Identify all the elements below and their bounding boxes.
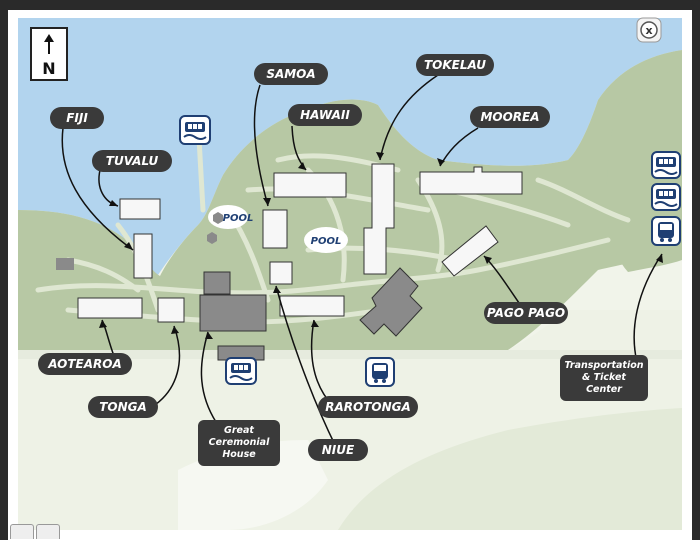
label-great-ceremonial-house-line1: Great	[224, 425, 254, 436]
label-pago-pago-text: PAGO PAGO	[487, 306, 565, 320]
label-niue[interactable]	[308, 439, 368, 461]
tram-icon	[651, 151, 681, 179]
label-samoa[interactable]	[254, 63, 328, 85]
tram-icon	[179, 115, 211, 145]
building-pago-pago	[441, 225, 499, 277]
label-niue-text: NIUE	[322, 443, 355, 457]
label-hawaii[interactable]	[288, 104, 362, 126]
label-transportation-line2: & Ticket	[582, 372, 626, 383]
tram-icon	[651, 183, 681, 211]
label-hawaii-text: HAWAII	[300, 108, 350, 122]
north-arrow-icon: N	[30, 27, 68, 81]
building-aotearoa	[77, 297, 143, 319]
building-niue	[269, 261, 293, 285]
label-fiji[interactable]	[50, 107, 104, 129]
label-rarotonga-text: RAROTONGA	[325, 400, 411, 414]
building-marketplace	[359, 267, 423, 337]
label-tokelau-text: TOKELAU	[424, 58, 486, 72]
building-fiji	[133, 233, 153, 279]
pool-label-west: POOL	[223, 213, 254, 224]
close-symbol: x	[645, 24, 652, 37]
label-aotearoa-text: AOTEAROA	[47, 357, 122, 371]
north-label: N	[42, 59, 55, 78]
building-moorea	[419, 166, 523, 195]
pool-label-east: POOL	[311, 236, 342, 247]
village-labels: FIJI TUVALU SAMOA HAWAII TOKELAU MOOREA …	[38, 54, 648, 466]
corner-tab-button[interactable]	[36, 524, 60, 539]
pool-east	[304, 227, 348, 253]
south-field	[338, 408, 682, 530]
label-samoa-text: SAMOA	[266, 67, 315, 81]
lagoon-water	[18, 18, 682, 275]
bus-icon	[651, 216, 681, 246]
close-button[interactable]: x	[636, 17, 662, 43]
building-tonga	[157, 297, 185, 323]
village-map: POOL POOL N x	[8, 10, 692, 540]
building-tuvalu	[119, 198, 161, 220]
label-great-ceremonial-house-line2: Ceremonial	[209, 437, 270, 448]
map-frame: POOL POOL N x	[8, 10, 692, 540]
label-rarotonga[interactable]	[318, 396, 418, 418]
label-moorea[interactable]	[470, 106, 550, 128]
building-rarotonga	[279, 295, 345, 317]
corner-tab-button[interactable]	[10, 524, 34, 539]
label-tuvalu[interactable]	[92, 150, 172, 172]
main-road	[18, 350, 682, 359]
building-great-ceremonial-house	[199, 294, 267, 332]
label-pago-pago[interactable]	[484, 302, 568, 324]
label-tuvalu-text: TUVALU	[106, 154, 159, 168]
corner-toolbar	[10, 524, 60, 539]
building-ceremonial-annex	[203, 271, 231, 295]
building-hawaii	[273, 172, 347, 198]
label-great-ceremonial-house[interactable]	[198, 420, 280, 466]
small-hut	[56, 258, 74, 270]
label-tokelau[interactable]	[416, 54, 494, 76]
marker-hex	[207, 232, 217, 244]
building-tokelau	[363, 163, 395, 275]
leader-arrowheads	[99, 152, 663, 339]
label-transportation-center[interactable]	[560, 355, 648, 401]
label-moorea-text: MOOREA	[480, 110, 539, 124]
label-tonga[interactable]	[88, 396, 158, 418]
village-buildings	[77, 163, 523, 361]
village-grounds	[18, 50, 682, 355]
bus-icon	[365, 357, 395, 387]
marker-hex	[213, 212, 223, 224]
label-fiji-text: FIJI	[66, 111, 88, 125]
label-tonga-text: TONGA	[99, 400, 147, 414]
close-icon[interactable]	[640, 21, 658, 39]
building-samoa	[262, 209, 288, 249]
label-aotearoa[interactable]	[38, 353, 132, 375]
tram-icon	[225, 357, 257, 385]
label-transportation-line3: Center	[586, 384, 623, 395]
label-great-ceremonial-house-line3: House	[222, 449, 256, 460]
label-transportation-line1: Transportation	[564, 360, 643, 371]
